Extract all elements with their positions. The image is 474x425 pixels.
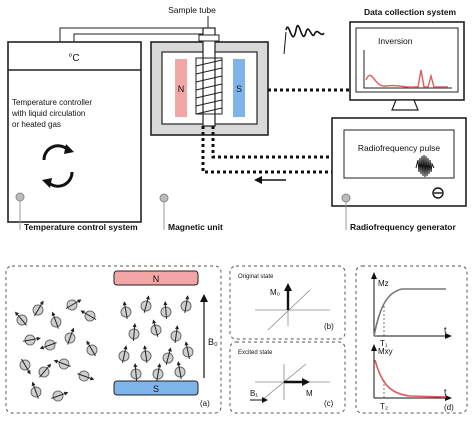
spin-icon: [65, 299, 82, 311]
panel-c-tag: (c): [324, 399, 334, 408]
panel-b: Original state M₀ (b): [229, 265, 346, 340]
spin-icon: [120, 301, 132, 319]
spin-icon: [140, 345, 152, 364]
panel-a-tag: (a): [200, 399, 210, 408]
panel-d-tag: (d): [444, 403, 454, 412]
spin-icon: [180, 295, 192, 313]
spin-icon: [130, 363, 142, 382]
temp-controller-box: [7, 41, 142, 223]
rf-pulse-label: Radiofrequency pulse: [358, 143, 440, 153]
spin-icon: [86, 340, 98, 357]
spin-icon: [128, 323, 140, 342]
mxy-label: Mxy: [378, 347, 393, 356]
m0-label: M₀: [270, 288, 280, 297]
t2-label: T₂: [380, 402, 388, 411]
magnet-n: [175, 59, 187, 117]
spin-icon: [39, 339, 57, 351]
rf-generator-label: Radiofrequency generator: [350, 222, 456, 232]
spin-icon: [162, 347, 174, 365]
spin-icon: [14, 311, 28, 326]
panel-a: N S B₀ (a): [5, 265, 222, 414]
temp-unit: °C: [68, 53, 79, 64]
t1-label: T₁: [380, 339, 388, 348]
spin-icon: [53, 358, 71, 370]
spin-icon: [77, 370, 95, 382]
sample-tube: [202, 27, 216, 127]
magnet-n-bar: [113, 270, 199, 286]
sample-tube-label: Sample tube: [168, 5, 216, 15]
b1-label: B₁: [250, 389, 258, 398]
temp-desc-2: with liquid circulation: [11, 109, 85, 118]
spin-icon: [19, 358, 31, 375]
spin-icon: [38, 363, 52, 378]
spin-icon: [50, 311, 62, 329]
data-collection-label: Data collection system: [364, 7, 457, 17]
monitor: Inversion: [349, 21, 465, 111]
arrow-left-icon: [254, 176, 286, 184]
magnet-s-bar: [113, 380, 199, 396]
waveform-icon: [283, 24, 325, 55]
b0-label: B₀: [208, 337, 218, 347]
mz-recovery-curve: [373, 288, 446, 337]
spin-icon: [64, 327, 76, 345]
spin-icon: [152, 363, 164, 381]
panel-d: Mz T₁ t Mxy T₂ t (d): [355, 265, 468, 414]
panel-a-n: N: [153, 274, 160, 284]
spin-icon: [80, 310, 97, 322]
temperature-controller: °C Temperature controller with liquid ci…: [7, 41, 142, 223]
magnetic-unit-label: Magnetic unit: [168, 222, 223, 232]
spin-icon: [23, 334, 41, 346]
spin-icon: [182, 341, 194, 359]
spin-icon: [30, 381, 42, 399]
inversion-label: Inversion: [378, 36, 413, 46]
magnet-s-label: S: [236, 84, 242, 94]
t-label-2: t: [444, 387, 447, 397]
t-label-1: t: [444, 325, 447, 335]
spin-icon: [174, 361, 186, 379]
magnet-n-label: N: [178, 84, 185, 94]
magnetic-unit: N S: [150, 27, 269, 203]
spin-icon: [32, 300, 44, 317]
refresh-icon: [42, 144, 74, 188]
panel-a-s: S: [153, 384, 159, 394]
m-label: M: [306, 389, 313, 398]
rf-generator: Radiofrequency pulse: [331, 117, 467, 207]
temp-system-label: Temperature control system: [24, 222, 138, 232]
spin-icon: [150, 319, 162, 337]
spin-icon: [160, 301, 172, 320]
rf-coil: [195, 57, 223, 115]
temp-desc-3: or heated gas: [12, 120, 61, 129]
temp-desc-1: Temperature controller: [12, 98, 92, 107]
spin-icon: [170, 325, 182, 344]
power-icon: [432, 187, 444, 199]
panel-b-tag: (b): [324, 322, 334, 331]
original-state-title: Original state: [238, 274, 274, 280]
magnet-s: [233, 59, 245, 117]
free-spins: [14, 299, 98, 402]
spin-icon: [140, 295, 152, 313]
inversion-curve: [365, 69, 448, 88]
spin-icon: [118, 345, 130, 363]
mxy-decay-curve: [374, 359, 447, 398]
spin-icon: [51, 390, 69, 402]
excited-state-title: Excited state: [238, 350, 273, 356]
aligned-spins: [118, 295, 194, 382]
panel-c: Excited state M B₁ (c): [229, 341, 346, 414]
mz-label: Mz: [378, 279, 389, 288]
status-dot-icon: [15, 192, 25, 202]
